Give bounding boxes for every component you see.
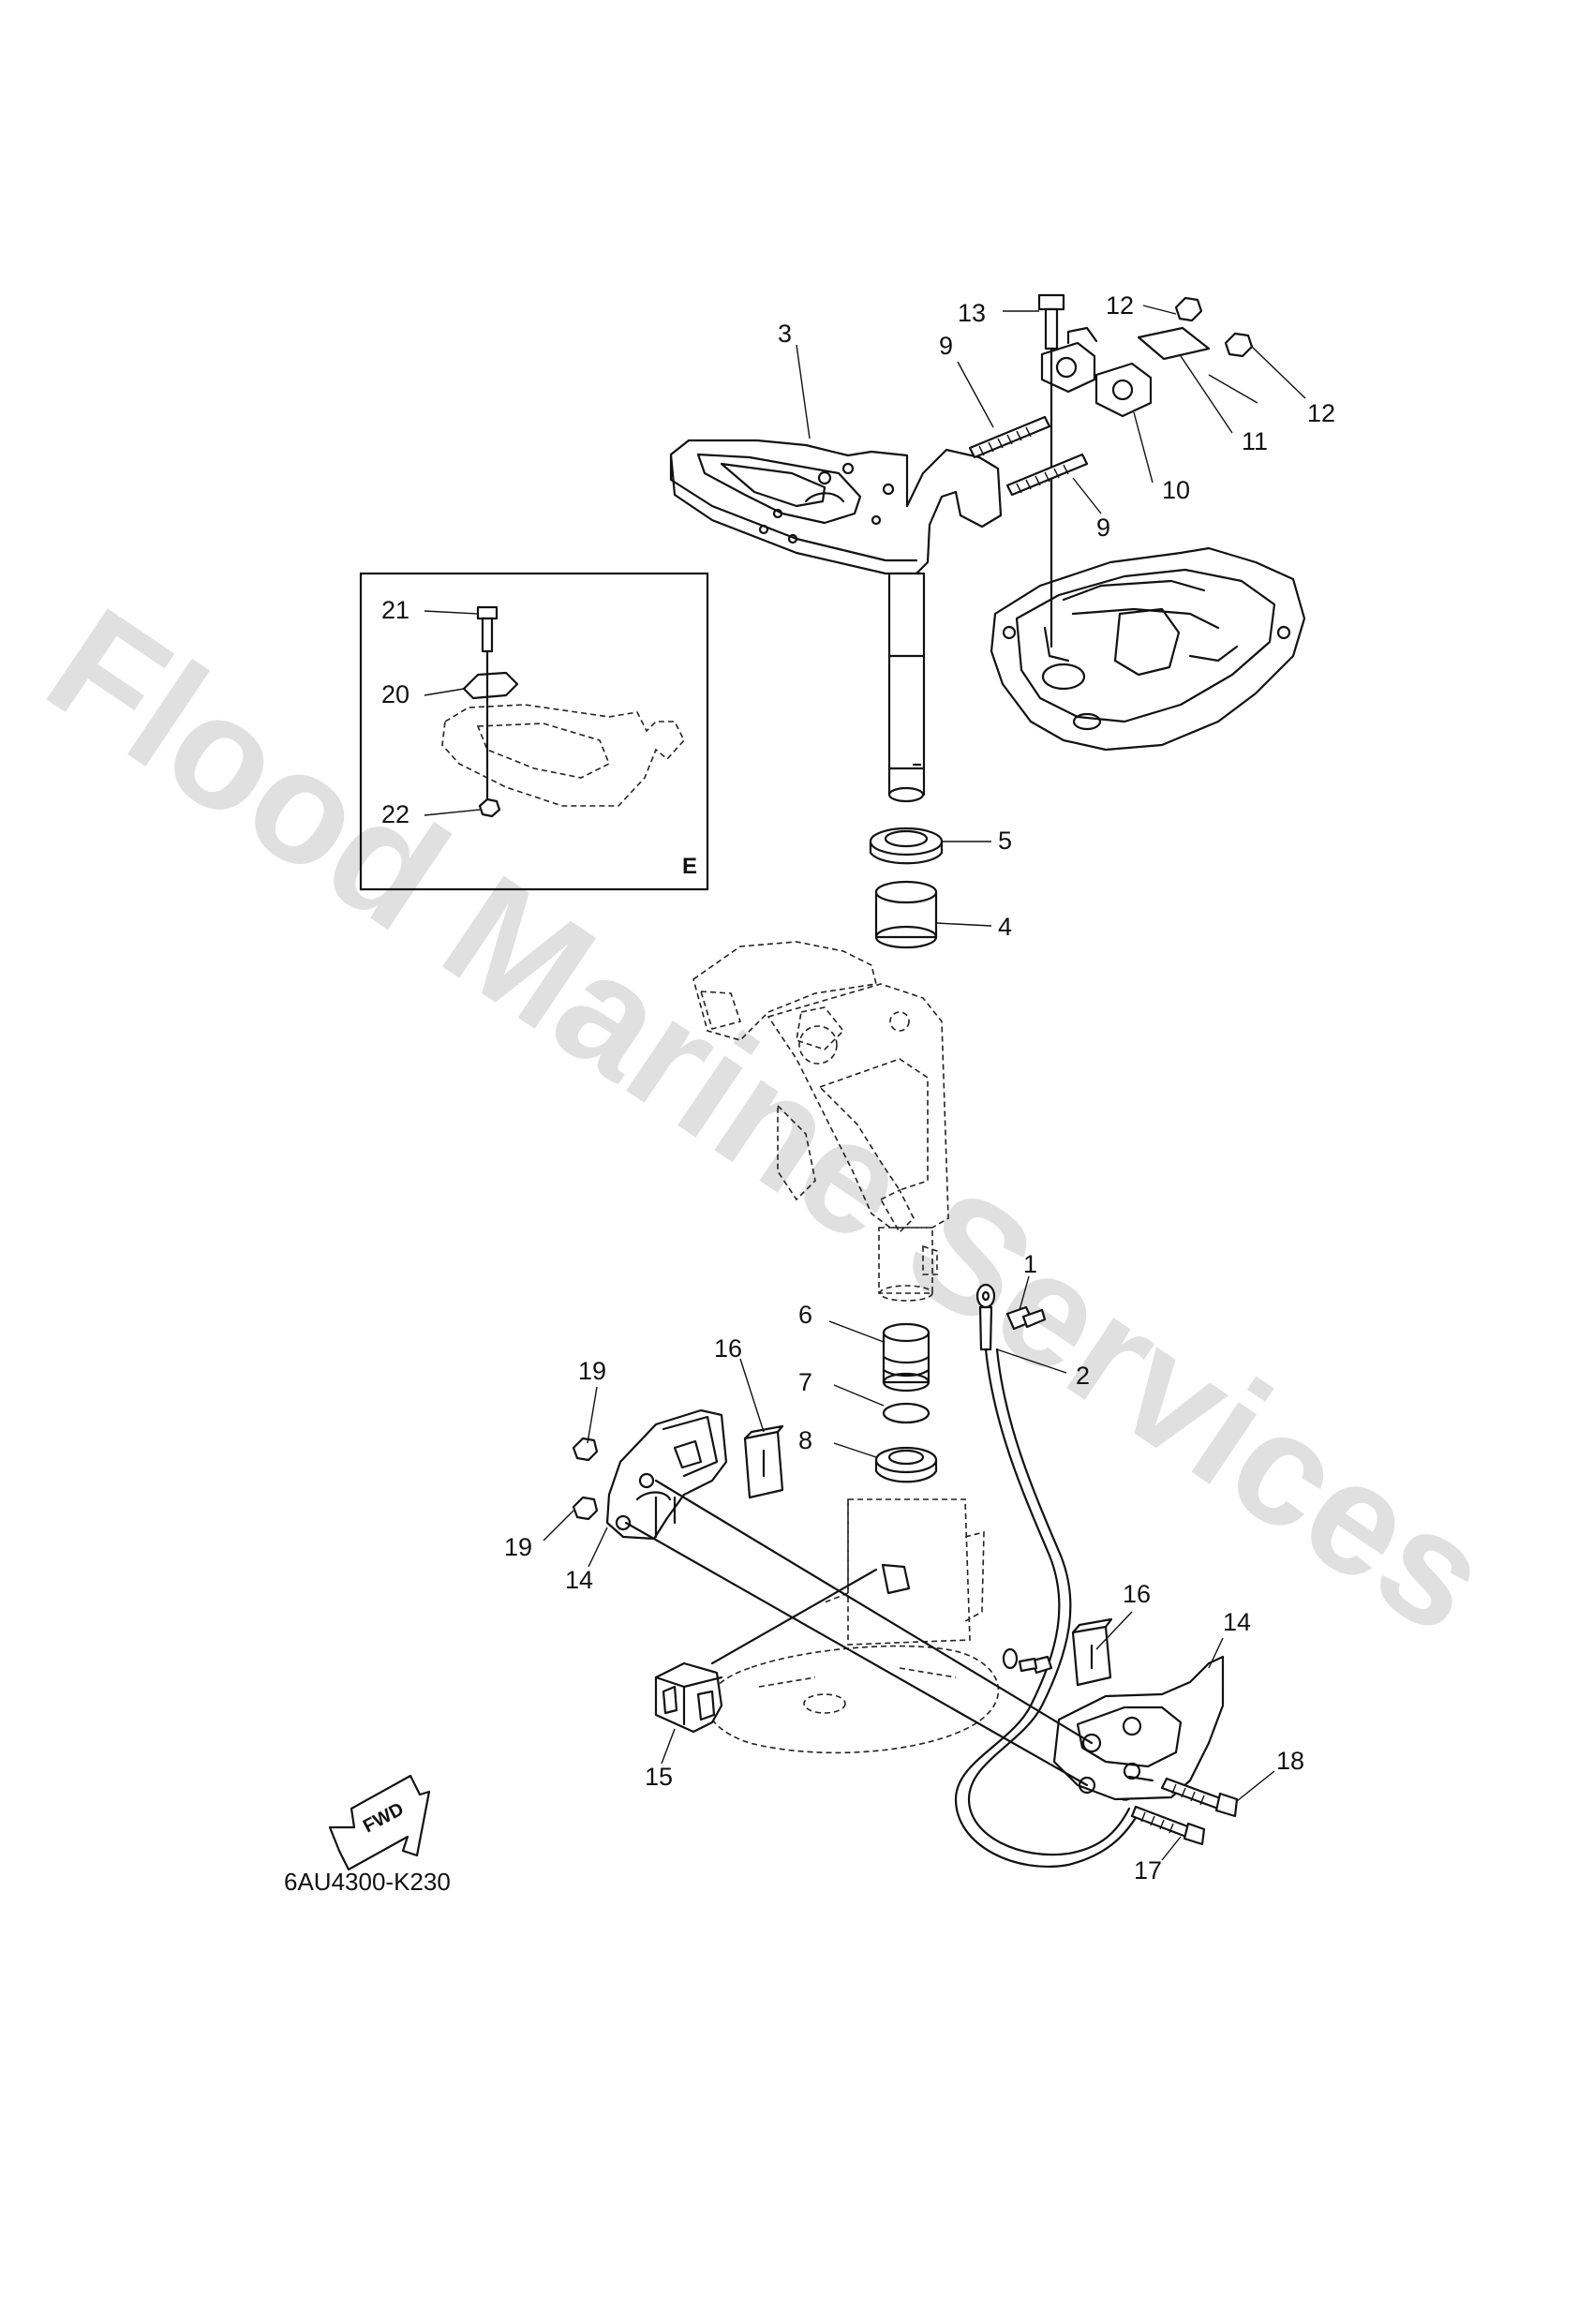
callout-21: 21 xyxy=(381,596,409,624)
lower-mount-housing xyxy=(707,1498,1000,1754)
callout-9a: 9 xyxy=(939,332,953,360)
callout-19b: 19 xyxy=(504,1533,532,1561)
inset-box xyxy=(359,572,709,891)
lower-mount-holder-14b xyxy=(1052,1655,1225,1801)
bolt-13 xyxy=(1037,293,1065,350)
upper-mount-bracket xyxy=(990,546,1306,752)
damper-16a xyxy=(743,1424,784,1499)
callout-8: 8 xyxy=(798,1426,812,1454)
stud-9b xyxy=(1005,453,1089,497)
callout-17: 17 xyxy=(1134,1856,1162,1885)
stud-9a xyxy=(968,415,1051,459)
callout-16a: 16 xyxy=(714,1334,742,1363)
callout-10: 10 xyxy=(1162,476,1190,504)
callout-2: 2 xyxy=(1076,1362,1090,1390)
housing-bolt xyxy=(1002,1647,1053,1675)
o-ring-7 xyxy=(882,1402,930,1424)
rubber-6 xyxy=(882,1322,930,1393)
swivel-bracket xyxy=(692,941,949,1302)
watermark: Flood Marine Services xyxy=(18,574,1519,1668)
callout-12b: 12 xyxy=(1307,399,1335,427)
steering-bracket xyxy=(669,439,1003,575)
callout-11: 11 xyxy=(1242,427,1268,455)
nut-12b xyxy=(1224,332,1254,358)
callout-19a: 19 xyxy=(578,1357,606,1385)
callout-14a: 14 xyxy=(565,1566,593,1594)
callout-3: 3 xyxy=(778,320,792,348)
nut-19a xyxy=(572,1437,599,1462)
bolt-17 xyxy=(1130,1805,1206,1846)
callout-7: 7 xyxy=(798,1368,812,1396)
leader-lines xyxy=(424,305,1306,1861)
callout-16b: 16 xyxy=(1123,1580,1151,1608)
cover-15 xyxy=(654,1661,723,1734)
callouts: 3 9 9 10 11 12 12 13 21 20 22 5 4 1 2 6 … xyxy=(381,291,1335,1885)
fwd-arrow xyxy=(328,1774,431,1871)
bolt-18 xyxy=(1160,1777,1239,1818)
callout-15: 15 xyxy=(645,1763,673,1791)
seal-5 xyxy=(869,827,944,865)
callout-4: 4 xyxy=(998,913,1012,941)
bushing-4 xyxy=(874,880,938,949)
callout-20: 20 xyxy=(381,680,409,708)
assembly-lines xyxy=(624,1479,1154,1787)
callout-12a: 12 xyxy=(1106,291,1134,320)
lower-mount-holder-14a xyxy=(605,1408,728,1541)
callout-14b: 14 xyxy=(1223,1608,1251,1636)
callout-22: 22 xyxy=(381,800,409,828)
inset-letter: E xyxy=(682,854,697,879)
diagram-code: 6AU4300-K230 xyxy=(284,1868,451,1896)
callout-18: 18 xyxy=(1276,1747,1304,1775)
upper-mounts xyxy=(1040,326,1153,418)
callout-5: 5 xyxy=(998,827,1012,855)
callout-6: 6 xyxy=(798,1301,812,1329)
callout-13: 13 xyxy=(958,299,986,327)
seal-8 xyxy=(874,1446,938,1483)
nut-19b xyxy=(572,1496,599,1521)
bolt-1 xyxy=(1005,1305,1047,1331)
mount-plate xyxy=(1137,326,1211,361)
nut-12a xyxy=(1174,296,1203,322)
callout-9b: 9 xyxy=(1096,514,1110,542)
damper-16b xyxy=(1071,1617,1113,1687)
callout-1: 1 xyxy=(1023,1250,1037,1278)
steering-shaft xyxy=(887,572,926,803)
